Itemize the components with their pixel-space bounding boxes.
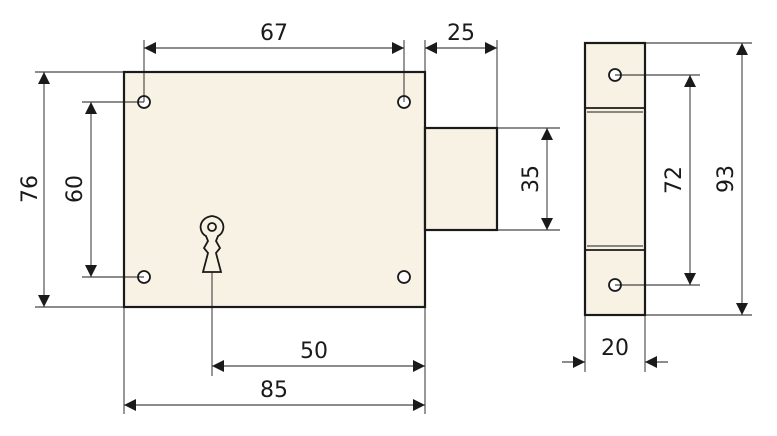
dim-label-60: 60 [63, 175, 88, 203]
keyhole [199, 215, 225, 273]
dim-label-85: 85 [260, 378, 288, 403]
dim-label-50: 50 [300, 339, 328, 364]
dim-label-35: 35 [519, 165, 544, 193]
dimension-labels-side: 72 93 20 [601, 165, 739, 361]
dim-label-93: 93 [714, 165, 739, 193]
lock-case-front [122, 70, 427, 309]
dimension-labels-front: 67 25 35 76 60 50 85 [18, 21, 544, 403]
dimension-lines-front [38, 42, 553, 411]
keyhole-center [207, 222, 217, 232]
dim-label-72: 72 [662, 166, 687, 194]
side-view [583, 41, 647, 317]
mounting-hole-bottom-right [397, 270, 411, 284]
dim-label-20: 20 [601, 336, 629, 361]
dim-label-76: 76 [18, 175, 43, 203]
dimension-lines-side [562, 43, 748, 368]
lock-case-side [583, 41, 647, 317]
bolt-front [423, 126, 499, 232]
front-view [122, 70, 499, 309]
dim-label-67: 67 [260, 21, 288, 46]
dim-label-25: 25 [447, 21, 475, 46]
